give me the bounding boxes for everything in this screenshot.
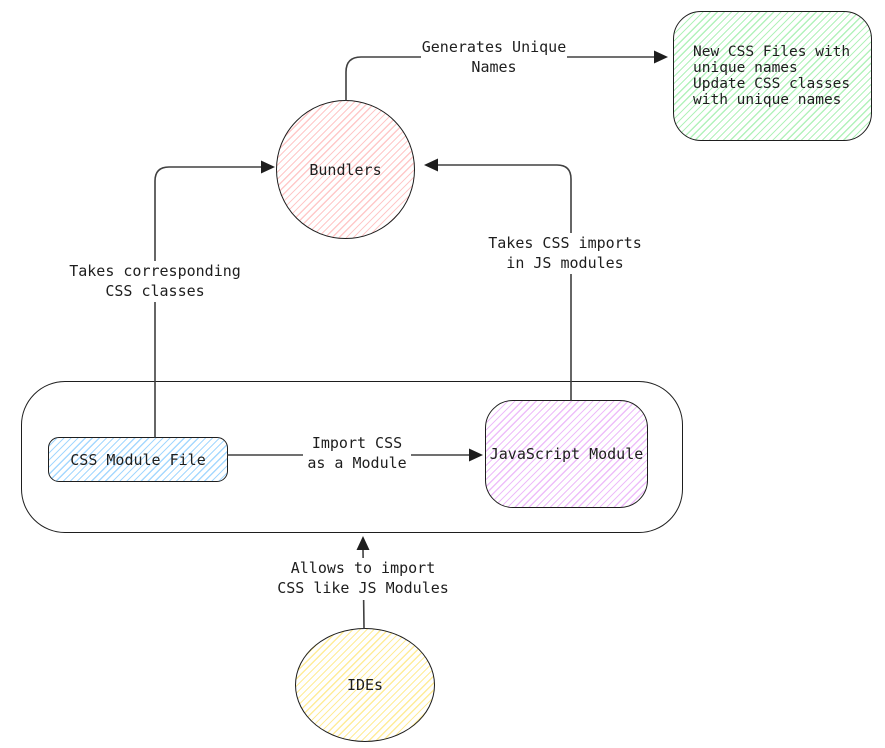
edge-label-import-css: Import CSS as a Module	[303, 433, 411, 474]
node-output-box: New CSS Files with unique names Update C…	[673, 11, 872, 141]
edge-label-takes-imports: Takes CSS imports in JS modules	[485, 233, 645, 274]
css-module-file-label: CSS Module File	[70, 450, 206, 469]
edge-takes-classes-line	[154, 166, 262, 438]
edge-takes-imports-arrowhead	[424, 158, 438, 172]
output-line: Update CSS classes	[693, 76, 851, 92]
bundlers-label: Bundlers	[309, 160, 382, 179]
modules-container-box	[21, 381, 683, 533]
edge-label-line: Allows to import	[290, 559, 436, 577]
edge-label-line: CSS like JS Modules	[277, 579, 449, 597]
javascript-module-label: JavaScript Module	[489, 445, 644, 463]
node-ides: IDEs	[295, 628, 435, 742]
edge-label-line: as a Module	[307, 454, 407, 472]
output-line: unique names	[693, 60, 798, 76]
node-javascript-module: JavaScript Module	[485, 400, 648, 508]
edge-label-generates: Generates Unique Names	[421, 37, 567, 78]
node-css-module-file: CSS Module File	[48, 437, 228, 482]
edge-allows-arrowhead	[356, 536, 370, 550]
output-line: with unique names	[693, 92, 842, 108]
edge-takes-classes-arrowhead	[261, 160, 275, 174]
edge-label-line: Takes corresponding	[69, 262, 241, 280]
edge-label-takes-classes: Takes corresponding CSS classes	[64, 261, 246, 302]
edge-generates-arrowhead	[654, 50, 668, 64]
edge-label-allows: Allows to import CSS like JS Modules	[271, 558, 455, 600]
edge-label-line: Generates Unique	[421, 38, 567, 56]
edge-label-line: Takes CSS imports	[488, 234, 642, 252]
edge-label-line: Import CSS	[311, 434, 403, 452]
output-line: New CSS Files with	[693, 44, 851, 60]
node-bundlers: Bundlers	[276, 100, 415, 239]
edge-import-css-arrowhead	[469, 448, 483, 462]
edge-takes-imports-line	[437, 164, 572, 401]
edge-generates-line	[345, 56, 655, 101]
edge-label-line: Names	[471, 58, 517, 76]
ides-label: IDEs	[346, 676, 384, 694]
edge-label-line: CSS classes	[105, 282, 205, 300]
edge-label-line: in JS modules	[506, 254, 624, 272]
